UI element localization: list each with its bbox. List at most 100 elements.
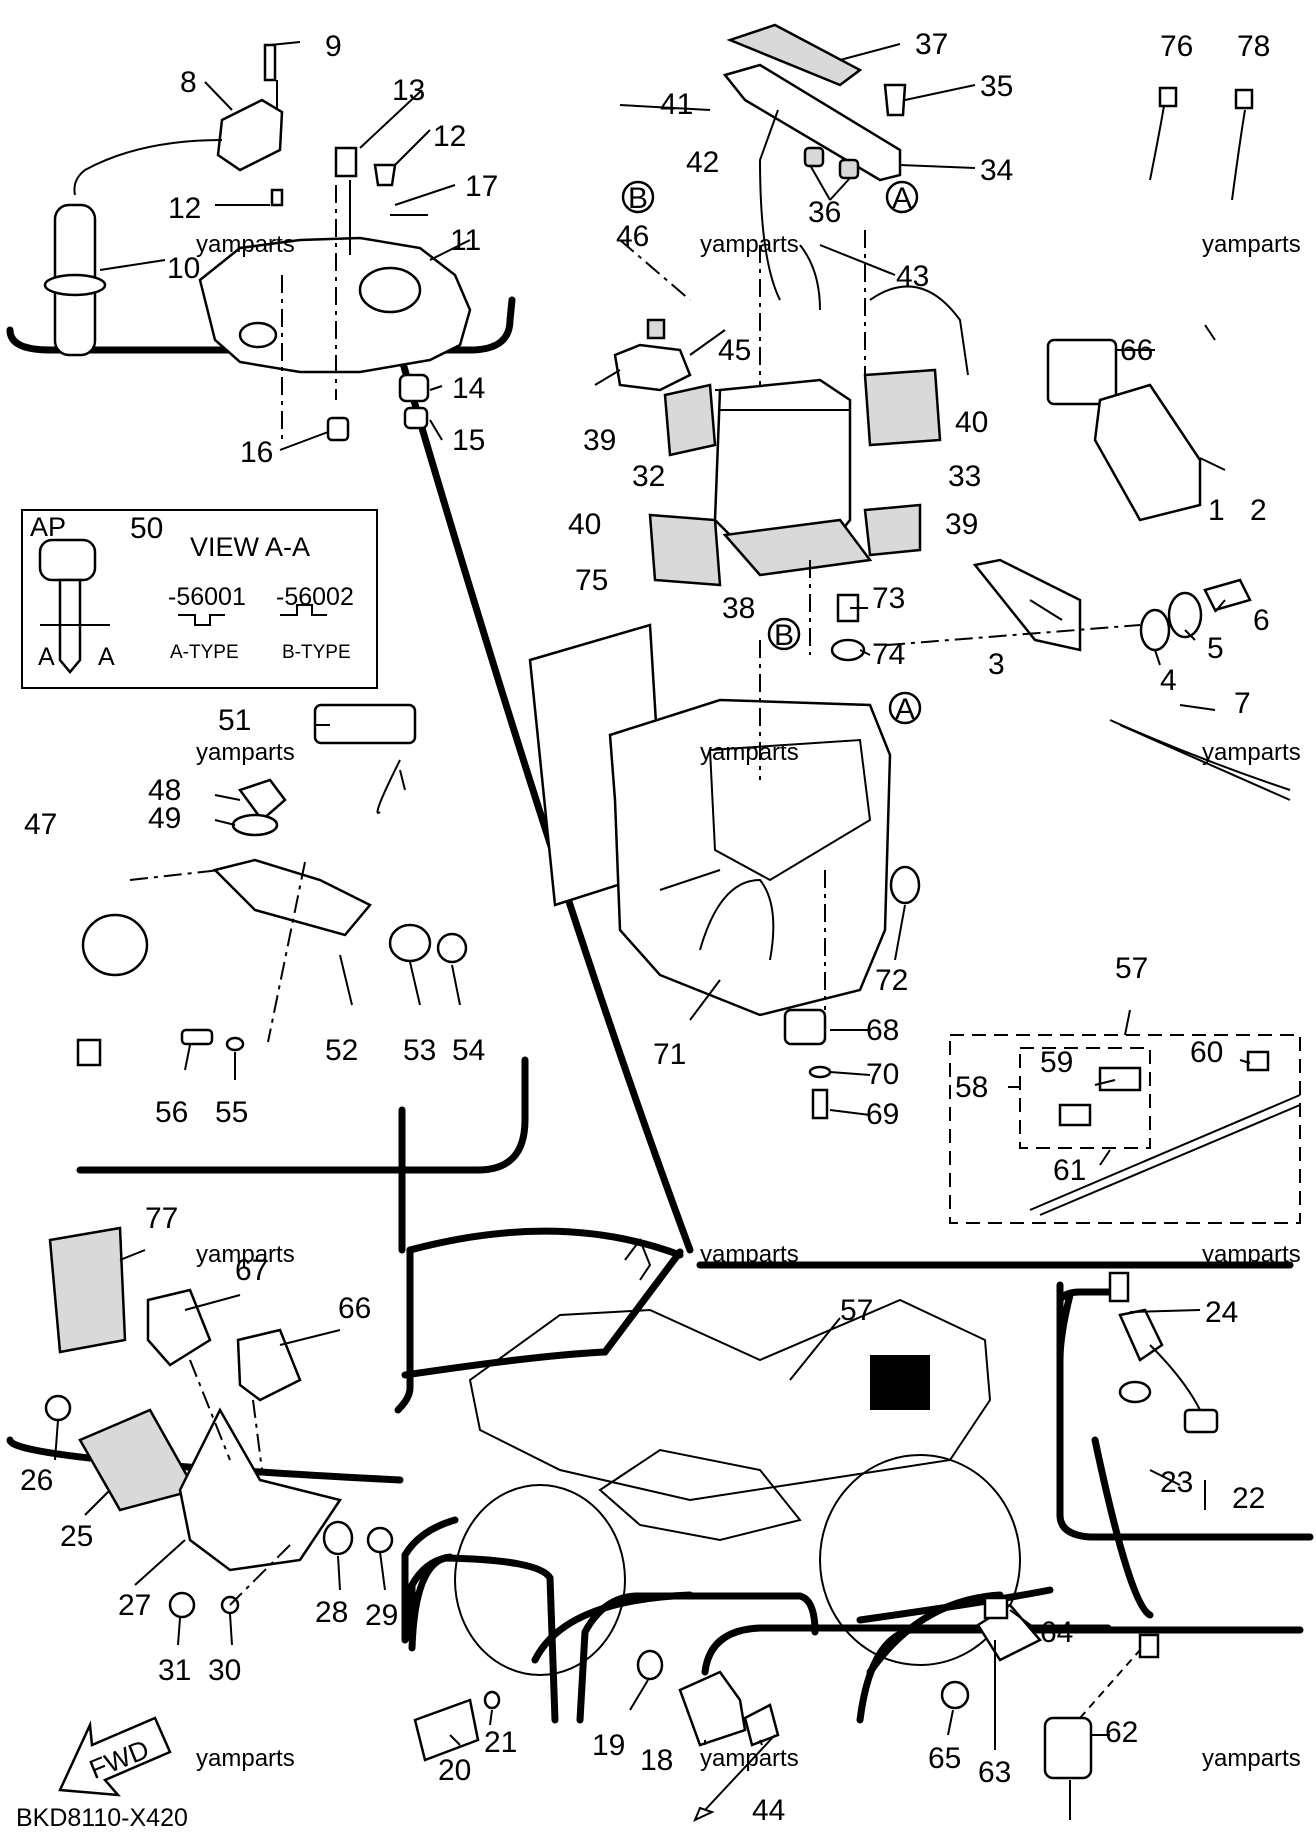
callout-60: 60: [1190, 1036, 1223, 1069]
callout-49: 49: [148, 802, 181, 835]
callout-12b: 12: [168, 192, 201, 225]
callout-74: 74: [872, 638, 905, 671]
callout-44: 44: [752, 1794, 785, 1827]
callout-53: 53: [403, 1034, 436, 1067]
callout-2: 2: [1250, 494, 1267, 527]
watermark: yamparts: [1202, 231, 1301, 258]
callout-72: 72: [875, 964, 908, 997]
callout-56: 56: [155, 1096, 188, 1129]
section-a-left: A: [38, 643, 55, 671]
watermark: yamparts: [700, 1745, 799, 1772]
callout-47: 47: [24, 808, 57, 841]
ref-b-top: B: [628, 182, 648, 215]
callout-10: 10: [167, 252, 200, 285]
callout-16: 16: [240, 436, 273, 469]
callout-77: 78: [1237, 30, 1270, 63]
callout-57a: 57: [1115, 952, 1148, 985]
sensor-22: [1118, 1308, 1164, 1362]
atv-illustration: [454, 1237, 1021, 1676]
callout-70: 70: [866, 1058, 899, 1091]
callout-66a: 66: [1120, 334, 1153, 367]
callout-41: 41: [660, 88, 693, 121]
callout-69: 69: [866, 1098, 899, 1131]
callout-22: 22: [1232, 1482, 1265, 1515]
watermark: yamparts: [700, 231, 799, 258]
callout-18: 18: [640, 1744, 673, 1777]
watermark: yamparts: [1202, 1745, 1301, 1772]
callout-75: 75: [575, 564, 608, 597]
key-head: [38, 538, 97, 582]
watermark: yamparts: [196, 1241, 295, 1268]
callout-29: 29: [365, 1599, 398, 1632]
watermark: yamparts: [700, 1241, 799, 1268]
spark-plug: [678, 1670, 747, 1747]
a-type-label: A-TYPE: [170, 642, 239, 663]
callout-32: 32: [632, 460, 665, 493]
callout-59: 59: [1040, 1046, 1073, 1079]
switch-bracket: [212, 858, 372, 937]
callout-64: 64: [1040, 1616, 1073, 1649]
main-switch: [81, 913, 149, 977]
diagram-code: BKD8110-X420: [16, 1804, 188, 1832]
leader-lines: [54, 41, 1251, 1750]
sensor-20: [413, 1698, 480, 1762]
callout-15: 15: [452, 424, 485, 457]
callout-73: 73: [872, 582, 905, 615]
harness-marker: [870, 1355, 930, 1410]
callout-67: 67: [235, 1254, 268, 1287]
callout-55: 55: [215, 1096, 248, 1129]
callout-61: 61: [1053, 1154, 1086, 1187]
bracket-3: [972, 558, 1082, 652]
ignition-coil: [216, 98, 284, 172]
key-view-box: AP VIEW A-A -56001 -56002 A-TYPE B-TYPE …: [30, 512, 354, 671]
callout-20: 20: [438, 1754, 471, 1787]
callout-11: 11: [450, 224, 481, 257]
callout-77: 77: [145, 1202, 178, 1235]
callout-65: 65: [928, 1742, 961, 1775]
battery-group: [613, 23, 969, 587]
callout-39b: 39: [945, 508, 978, 541]
callout-36: 36: [808, 196, 841, 229]
watermark: yamparts: [1202, 739, 1301, 766]
callout-52: 52: [325, 1034, 358, 1067]
callout-62: 62: [1105, 1716, 1138, 1749]
pad-40: [863, 368, 942, 447]
relay-66: [1046, 338, 1118, 406]
callout-26: 26: [20, 1464, 53, 1497]
harness-box: [949, 1034, 1301, 1224]
callout-39a: 39: [583, 424, 616, 457]
relay-67: [146, 1288, 212, 1367]
watermark: yamparts: [1202, 1241, 1301, 1268]
callout-24: 24: [1205, 1296, 1238, 1329]
front-wheel: [454, 1484, 626, 1676]
callout-21: 21: [484, 1726, 517, 1759]
b-type-label: B-TYPE: [282, 642, 351, 663]
callout-66b: 66: [338, 1292, 371, 1325]
callout-19: 19: [592, 1729, 625, 1762]
code-56001: -56001: [168, 583, 246, 611]
cdi-group: [972, 86, 1291, 801]
pad-39: [663, 383, 717, 457]
callout-42: 42: [686, 146, 719, 179]
callout-17: 17: [465, 170, 498, 203]
callout-27: 27: [118, 1589, 151, 1622]
callout-40a: 40: [955, 406, 988, 439]
ref-b-mid: B: [774, 619, 794, 652]
ref-a-mid: A: [895, 693, 915, 726]
callout-33: 33: [948, 460, 981, 493]
starter-relay: [613, 343, 692, 392]
callout-14: 14: [452, 372, 485, 405]
battery-tray: [722, 518, 873, 577]
callout-6: 6: [1253, 604, 1270, 637]
watermarks: yamparts yamparts yamparts yamparts yamp…: [196, 231, 1301, 1772]
key-ap-label: AP: [30, 512, 66, 542]
callout-31: 31: [158, 1654, 191, 1687]
callout-9: 9: [325, 30, 342, 63]
callout-35: 35: [980, 70, 1013, 103]
bracket-13: [334, 146, 358, 178]
callout-45: 45: [718, 334, 751, 367]
battery-box: [528, 593, 921, 1120]
rectifier-25: [78, 1408, 197, 1512]
fuse-holder-68: [783, 1008, 827, 1046]
